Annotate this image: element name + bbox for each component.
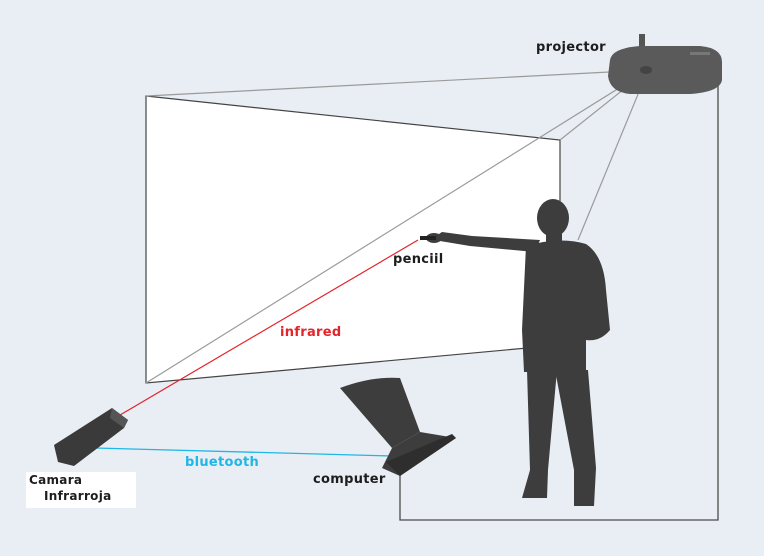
camera-label-line2: Infrarroja [44,489,112,503]
beam-bottom-left [145,69,649,384]
beam-top-left [145,69,649,97]
ir-pen-icon [420,236,436,240]
pencil-label: penciil [393,252,444,267]
laptop-icon [340,377,456,476]
person-silhouette-icon [426,199,610,506]
infrared-camera-icon [54,408,128,466]
projector-beam-lines [145,69,649,384]
mounting-frame-lines [399,80,719,521]
infrared-beam [119,239,419,416]
projector-icon [608,34,722,94]
camera-label-box [26,472,136,508]
bluetooth-label: bluetooth [185,455,260,470]
infrared-label: infrared [280,325,342,340]
bluetooth-link [94,447,393,457]
projector-label: projector [536,40,606,55]
computer-label: computer [313,472,386,487]
beam-bottom-right [577,69,649,241]
camera-label-line1: Camara [29,473,83,487]
